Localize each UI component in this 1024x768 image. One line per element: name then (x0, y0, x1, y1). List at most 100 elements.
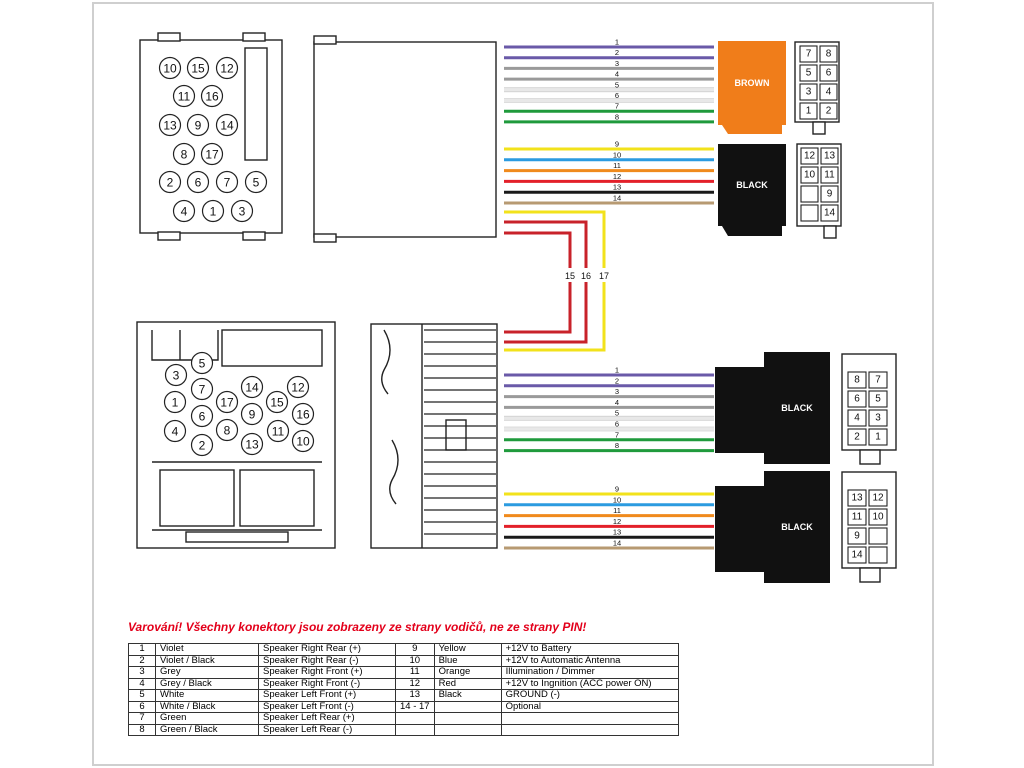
din-pin-label: 9 (249, 408, 256, 422)
din-pin-label: 10 (296, 435, 310, 449)
pin-grid-brown-cell (819, 64, 838, 82)
table-cell: Red (433, 677, 502, 690)
pin-grid-black-bot-cell (847, 527, 867, 545)
plug-black-top-label: BLACK (736, 180, 768, 190)
pin-grid-black-cell (820, 185, 839, 203)
plug-black-bot (764, 471, 830, 583)
din-pin (286, 375, 310, 399)
iso-pin-label: 15 (191, 62, 205, 76)
pin-grid-brown-cell (819, 45, 838, 63)
wire-lower-a-label: 7 (615, 430, 619, 439)
wire-upper-a-label: 6 (615, 91, 619, 100)
table-cell: Illumination / Dimmer (500, 666, 679, 679)
table-cell: 11 (395, 666, 435, 679)
pin-grid-brown-pin: 7 (806, 49, 812, 60)
iso-pin (172, 199, 196, 223)
table-cell: White / Black (155, 700, 259, 713)
table-cell (500, 712, 679, 725)
iso-pin-label: 3 (239, 205, 246, 219)
pin-grid-black-mid-pin: 4 (854, 413, 860, 424)
plug-brown-latch (722, 125, 782, 134)
wire-upper-b-label: 12 (613, 172, 621, 181)
wire-lower-a-label: 4 (615, 398, 619, 407)
table-cell (433, 712, 502, 725)
pin-grid-black-pin: 9 (827, 189, 833, 200)
iso-pin (230, 199, 254, 223)
table-cell: 10 (395, 654, 435, 667)
wire-optional-label: 17 (599, 271, 609, 281)
pin-grid-brown-cell (799, 64, 818, 82)
din-pin-label: 15 (270, 396, 284, 410)
din-pin-label: 1 (172, 396, 179, 410)
iso-pin-label: 6 (195, 176, 202, 190)
pin-grid-black-mid-pin: 1 (875, 432, 881, 443)
pin-grid-black-mid-pin: 8 (854, 375, 860, 386)
iso-pin-label: 13 (163, 119, 177, 133)
pin-grid-black-bot-pin: 13 (851, 493, 863, 504)
wire-upper-a-label: 7 (615, 102, 619, 111)
wire-upper-a-label: 8 (615, 112, 619, 121)
iso-pin (215, 56, 239, 80)
pin-grid-black-cell (820, 204, 839, 222)
wire-lower-a-label: 5 (615, 409, 619, 418)
table-cell: GROUND (-) (500, 689, 679, 702)
pin-grid-black-cell (820, 166, 839, 184)
table-cell: 5 (128, 689, 156, 702)
iso-pin (172, 84, 196, 108)
pin-grid-black-cell (800, 204, 819, 222)
wire-upper-a-label: 5 (615, 80, 619, 89)
table-cell: 4 (128, 677, 156, 690)
pin-grid-brown-cell (819, 83, 838, 101)
pin-grid-black-bot-cell (868, 508, 888, 526)
iso-side-body (313, 41, 497, 238)
pin-grid-black-bot-cell (847, 508, 867, 526)
wire-label-bg (578, 268, 594, 282)
table-cell (395, 723, 435, 736)
table-cell: Green / Black (155, 723, 259, 736)
table-cell: Speaker Left Front (-) (258, 700, 396, 713)
table-cell: Speaker Left Rear (+) (258, 712, 396, 725)
table-cell: 1 (128, 643, 156, 656)
iso-pin-label: 9 (195, 119, 202, 133)
table-cell: 13 (395, 689, 435, 702)
table-cell: Speaker Right Rear (-) (258, 654, 396, 667)
plug-black-top (718, 144, 786, 226)
iso-pin (158, 170, 182, 194)
din-pin-label: 7 (199, 383, 206, 397)
din-pin-label: 14 (245, 381, 259, 395)
table-cell: 3 (128, 666, 156, 679)
iso-pin-label: 4 (181, 205, 188, 219)
wire-lower-b-label: 10 (613, 495, 621, 504)
table-cell: 7 (128, 712, 156, 725)
iso-pin (215, 170, 239, 194)
iso-pin (158, 113, 182, 137)
table-cell: 6 (128, 700, 156, 713)
pin-grid-black-cell (800, 185, 819, 203)
wire-lower-a-label: 1 (615, 366, 619, 375)
pin-grid-black-bot-cell (847, 546, 867, 564)
pin-grid-black-bot-pin: 10 (872, 512, 884, 523)
wire-upper-b-label: 9 (615, 140, 619, 149)
pin-grid-black-mid-cell (847, 409, 867, 427)
iso-pin (172, 142, 196, 166)
wire-optional-label: 15 (565, 271, 575, 281)
iso-pin-label: 2 (167, 176, 174, 190)
din-pin-label: 16 (296, 408, 310, 422)
iso-pin-label: 1 (210, 205, 217, 219)
plug-black-bot-label: BLACK (781, 522, 813, 532)
table-cell: Grey (155, 666, 259, 679)
din-pin-label: 2 (199, 439, 206, 453)
pin-grid-black-bot-cell (868, 489, 888, 507)
din-pin-label: 3 (173, 369, 180, 383)
din-pin (240, 375, 264, 399)
pin-grid-black-mid-cell (847, 390, 867, 408)
din-pin-label: 13 (245, 438, 259, 452)
pin-grid-black-pin: 11 (824, 170, 835, 181)
din-pin (163, 419, 187, 443)
pin-grid-black-mid-pin: 6 (854, 394, 860, 405)
iso-pin-label: 14 (220, 119, 234, 133)
table-cell: 8 (128, 723, 156, 736)
